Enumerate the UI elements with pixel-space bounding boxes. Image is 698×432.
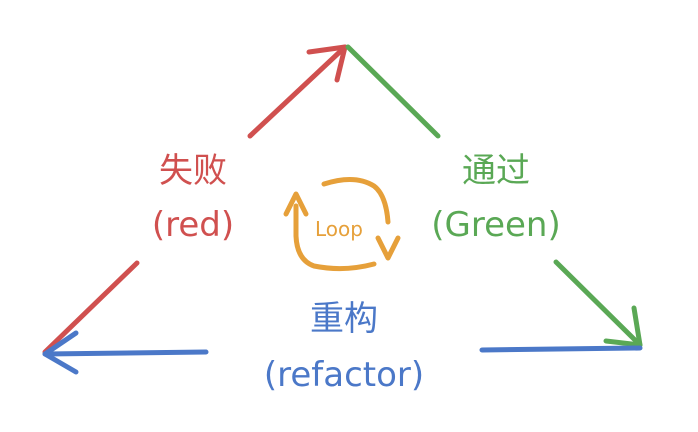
fail-title: 失败 (159, 151, 227, 191)
green-edge-lower-segment (553, 259, 643, 348)
red-edge (42, 44, 348, 355)
blue-edge-left-segment (42, 349, 209, 357)
blue-edge (42, 330, 643, 375)
loop-arrow-bottom-head (283, 191, 309, 217)
refactor-subtitle: (refactor) (264, 355, 424, 395)
arrow-down-right-icon (603, 305, 643, 348)
arrow-up-right-icon (306, 44, 348, 83)
loop-icon: Loop (283, 177, 401, 272)
loop-label: Loop (315, 217, 363, 241)
pass-title: 通过 (462, 151, 530, 191)
refactor-title: 重构 (310, 299, 378, 339)
loop-arrow-bottom (293, 203, 377, 272)
arrow-left-icon (42, 330, 79, 375)
fail-subtitle: (red) (152, 205, 234, 245)
pass-subtitle: (Green) (431, 205, 561, 245)
node-pass: 通过 (Green) (431, 151, 561, 245)
node-refactor: 重构 (refactor) (264, 299, 424, 395)
red-edge-lower-segment (42, 260, 140, 355)
loop-arrow-top-head (375, 235, 401, 261)
green-edge-upper-segment (345, 44, 441, 139)
green-edge (345, 44, 643, 348)
blue-edge-right-segment (479, 345, 643, 353)
node-fail: 失败 (red) (152, 151, 234, 245)
loop-arrow-top (321, 177, 391, 225)
red-edge-upper-segment (247, 44, 348, 139)
